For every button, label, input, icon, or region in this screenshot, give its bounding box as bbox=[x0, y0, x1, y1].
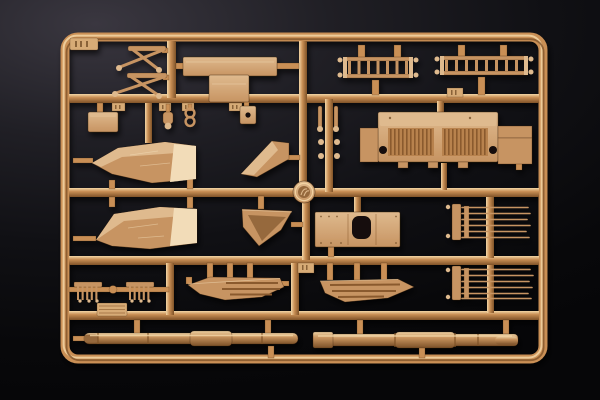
comb-part-1 bbox=[73, 281, 103, 303]
rod-rack-lower bbox=[445, 265, 534, 301]
small-box-part bbox=[87, 111, 119, 133]
gun-barrel-right bbox=[312, 331, 519, 349]
jack-stand-part-1 bbox=[116, 45, 167, 73]
hook-part bbox=[162, 103, 174, 130]
ladder-frame-2 bbox=[434, 55, 534, 76]
sprue-frame bbox=[60, 32, 548, 364]
t-shaped-panel bbox=[182, 56, 278, 103]
slatted-skirt-right bbox=[319, 278, 415, 303]
hull-wedge-upper bbox=[91, 141, 197, 184]
triangular-panel-upper bbox=[240, 140, 290, 178]
brand-medallion bbox=[292, 180, 316, 204]
engine-grille-panel bbox=[359, 111, 533, 169]
shackle-part bbox=[184, 103, 196, 128]
pin-parts bbox=[317, 105, 340, 159]
ladder-frame-1 bbox=[337, 56, 419, 79]
gun-barrel-left bbox=[83, 330, 299, 347]
sprue bbox=[60, 32, 548, 364]
textured-tab bbox=[96, 302, 128, 317]
bracket-part bbox=[239, 105, 257, 125]
jack-stand-part-2 bbox=[112, 72, 168, 99]
rod-rack-upper bbox=[445, 203, 531, 241]
triangular-panel-lower bbox=[241, 208, 293, 247]
slatted-skirt-left bbox=[187, 276, 285, 301]
corner-id-tab bbox=[69, 37, 99, 51]
hatch-panel bbox=[314, 211, 401, 248]
comb-part-2 bbox=[125, 281, 155, 303]
hull-wedge-lower bbox=[95, 206, 198, 250]
